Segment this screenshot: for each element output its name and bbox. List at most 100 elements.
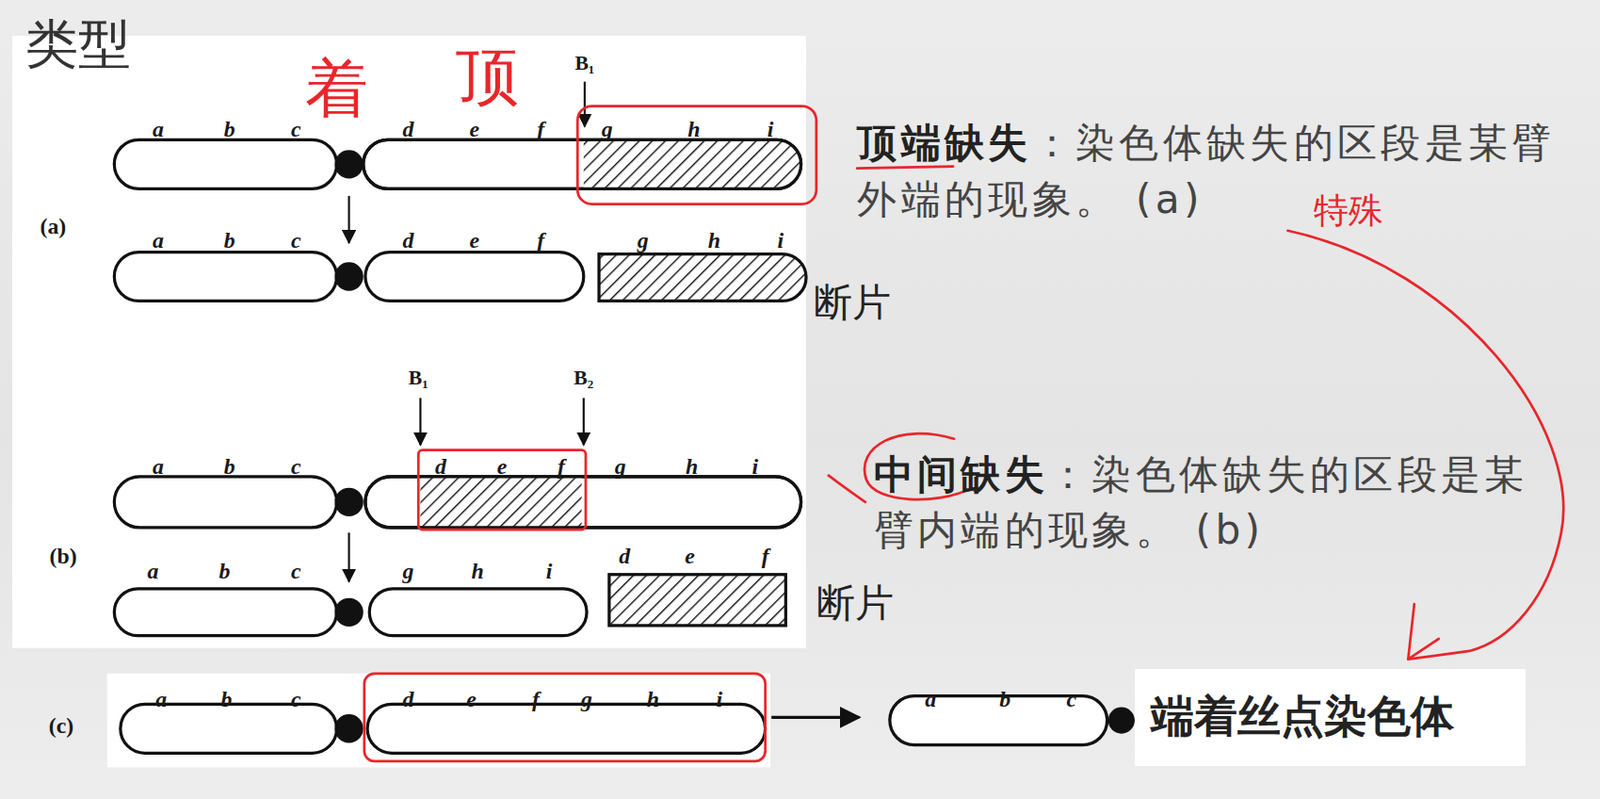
gene-letter: e [469, 227, 481, 254]
centromere [334, 149, 363, 178]
centromere [334, 487, 363, 517]
gene-letter: h [470, 558, 484, 584]
gene-letter: e [684, 543, 695, 569]
gene-letter: g [402, 558, 414, 584]
gene-letter: i [767, 116, 775, 143]
gene-letter: g [581, 687, 593, 713]
handwritten-note: 特殊 [1313, 191, 1384, 231]
highlight-box [418, 450, 586, 530]
chromosome-arm [113, 139, 337, 189]
gene-letter: h [646, 687, 660, 713]
chromosome-arm [365, 476, 802, 528]
fragment-label: 断片 [813, 280, 891, 325]
gene-letter: h [687, 116, 700, 143]
chromosome-arm [369, 588, 587, 636]
centromere [334, 597, 363, 627]
gene-letter: e [466, 687, 477, 713]
fragment [598, 254, 807, 302]
gene-letter: b [218, 558, 230, 584]
gene-letter: a [152, 454, 164, 481]
gene-letter: b [224, 116, 236, 143]
gene-letter: f [557, 454, 566, 481]
chromosome-arm [367, 703, 766, 753]
gene-letter: b [999, 687, 1011, 713]
breakpoint-label: B₂ [573, 365, 594, 389]
term-name: 中间缺失 [873, 451, 1049, 498]
gene-letter: b [221, 687, 233, 713]
gene-letter: h [708, 227, 721, 254]
gene-letter: g [614, 454, 627, 481]
breakpoint-label: B₁ [408, 365, 429, 389]
gene-letter: g [637, 227, 649, 254]
gene-letter: d [402, 687, 414, 713]
handwritten-note: 顶 [455, 41, 519, 114]
gene-letter: b [224, 454, 236, 481]
chromosome-arm [363, 139, 802, 189]
gene-letter: g [601, 116, 614, 143]
gene-letter: i [716, 687, 724, 713]
highlight-box [364, 673, 766, 761]
gene-letter: d [402, 116, 414, 143]
gene-letter: a [155, 687, 167, 713]
gene-letter: h [685, 454, 698, 481]
gene-letter: c [290, 454, 302, 481]
fragment [609, 574, 786, 626]
centromere [334, 713, 363, 743]
figure-panel [12, 35, 807, 648]
handwritten-note: 着 [305, 53, 369, 127]
panel-tag: (c) [48, 713, 74, 740]
result-arrow [771, 715, 859, 719]
term-name: 顶端缺失 [856, 119, 1032, 166]
gene-letter: d [435, 454, 447, 481]
chromosome-arm [365, 252, 584, 302]
gene-letter: c [1066, 687, 1077, 713]
centromeres [334, 149, 1135, 743]
node-text: 端着丝点染色体 [1150, 687, 1455, 746]
definition: 顶端缺失：染色体缺失的区段是某臂外端的现象。 (a) [856, 114, 1571, 227]
gene-letter: c [290, 687, 302, 713]
arrows [349, 81, 860, 718]
panel-tag: (b) [49, 543, 78, 569]
deleted-segment [420, 476, 582, 528]
down-arrow [347, 532, 350, 582]
gene-letter: a [147, 558, 160, 584]
curve-arrow [1287, 230, 1564, 660]
definition: 中间缺失：染色体缺失的区段是某臂内端的现象。 (b) [873, 446, 1548, 559]
centromere [1108, 707, 1135, 734]
gene-letter: i [546, 558, 553, 584]
breakpoint-label: B₁ [574, 51, 595, 76]
slide-title: 类型 [25, 14, 131, 76]
curve-arrowhead [1407, 603, 1439, 659]
gene-letter: a [152, 116, 164, 143]
chromosome-arm [113, 588, 337, 636]
gene-letter: f [536, 116, 545, 143]
chromosomes [113, 139, 1107, 753]
gene-letter: c [290, 558, 302, 584]
centromere [334, 261, 363, 291]
figure-strip [107, 673, 771, 768]
chromosome-outline [363, 139, 802, 189]
underline [856, 166, 954, 169]
gene-letter: a [924, 687, 937, 713]
gene-letter: i [752, 454, 760, 481]
chromosome-outline [365, 476, 802, 528]
highlight-box [577, 106, 817, 205]
deleted-segment [583, 139, 802, 189]
gene-letter: i [777, 227, 785, 254]
red-annotations [364, 106, 1564, 761]
gene-letter: c [290, 116, 302, 143]
gene-letter: c [290, 227, 302, 254]
gene-letter: e [469, 116, 481, 143]
gene-letter: f [536, 227, 545, 254]
gene-letter: f [761, 543, 770, 569]
break-arrow [419, 397, 421, 445]
gene-letter: d [618, 543, 631, 569]
down-arrow [347, 195, 350, 243]
gene-letter: a [152, 227, 164, 254]
panel-tag: (a) [39, 213, 66, 240]
figure-panels [12, 35, 807, 768]
result-box: 端着丝点染色体 [1134, 668, 1526, 766]
chromosome-arm [113, 476, 337, 528]
break-arrow [583, 81, 586, 128]
